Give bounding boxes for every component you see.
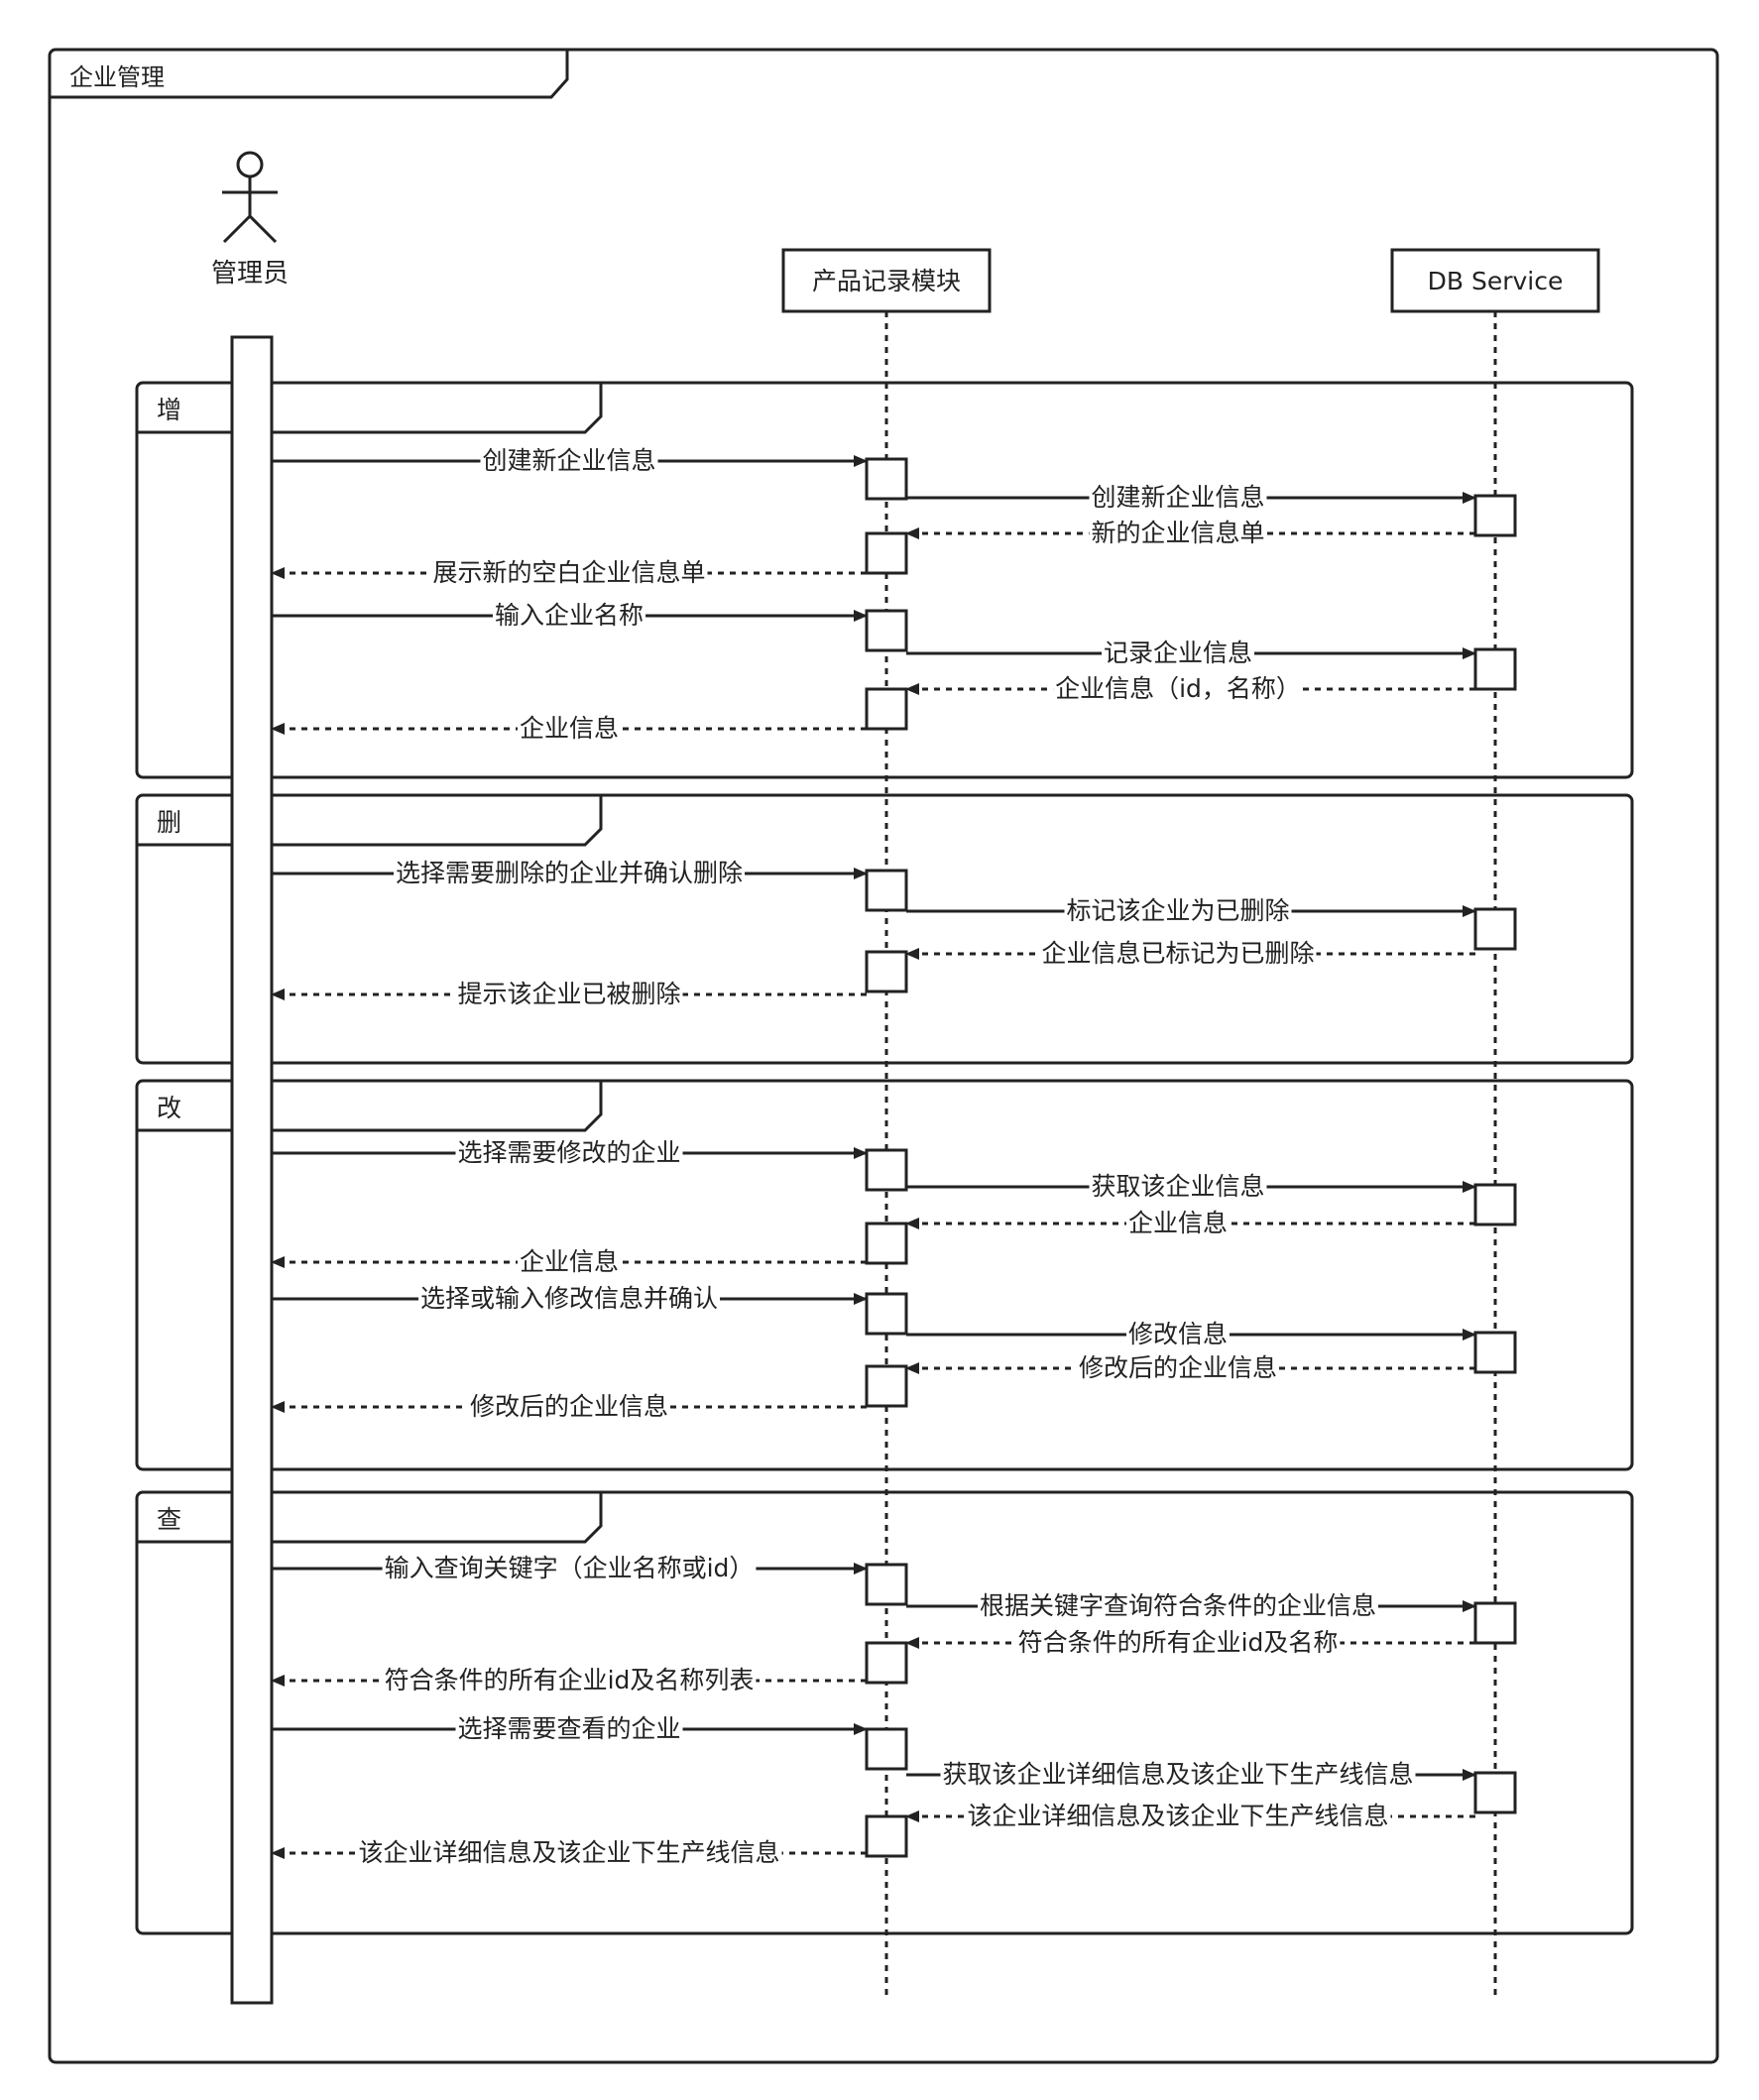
fragment-label: 改	[157, 1094, 181, 1122]
actor-name: 管理员	[211, 259, 289, 289]
message-label-bg	[455, 1138, 683, 1167]
message-label: 企业信息	[1128, 1209, 1228, 1237]
activation-box	[865, 1641, 908, 1685]
message-label: 选择或输入修改信息并确认	[420, 1284, 718, 1313]
message-label: 修改后的企业信息	[470, 1392, 668, 1421]
message-label: 该企业详细信息及该企业下生产线信息	[967, 1802, 1388, 1830]
activation-box	[865, 950, 908, 993]
participant-module-label: 产品记录模块	[812, 267, 961, 295]
message-label: 展示新的空白企业信息单	[432, 558, 705, 587]
activation-box	[865, 1222, 908, 1265]
activation-box	[865, 1292, 908, 1336]
message-label: 记录企业信息	[1104, 639, 1252, 667]
message-label-bg	[1039, 939, 1317, 968]
participant-module-box	[781, 248, 992, 313]
frame-title: 企业管理	[69, 63, 165, 91]
fragment-label: 查	[157, 1505, 181, 1534]
message-label-bg	[517, 714, 622, 743]
message-label-bg	[965, 1802, 1391, 1830]
message-label-bg	[517, 1247, 622, 1276]
fragment-label: 增	[157, 396, 181, 424]
message-label: 企业信息已标记为已删除	[1041, 939, 1314, 968]
activation-box	[865, 457, 908, 501]
fragment-box-1	[135, 793, 1634, 1065]
message-label-bg	[417, 1284, 721, 1313]
message-label: 选择需要删除的企业并确认删除	[396, 859, 743, 887]
message-label: 创建新企业信息	[482, 446, 655, 475]
message-label-bg	[480, 446, 658, 475]
message-label-bg	[1089, 483, 1267, 512]
message-label: 符合条件的所有企业id及名称列表	[385, 1666, 755, 1694]
activation-box	[1473, 1771, 1517, 1814]
actor-activation-bar	[230, 335, 274, 2005]
message-label-bg	[977, 1591, 1379, 1620]
message-label-bg	[467, 1392, 671, 1421]
message-label: 企业信息（id，名称）	[1055, 674, 1301, 703]
activation-box	[1473, 647, 1517, 691]
message-label-bg	[393, 859, 746, 887]
message-label: 修改后的企业信息	[1079, 1353, 1277, 1382]
message-label-bg	[356, 1838, 782, 1867]
message-label-bg	[382, 1554, 757, 1582]
message-label: 获取该企业信息	[1091, 1172, 1264, 1201]
activation-box	[1473, 1183, 1517, 1226]
message-label-bg	[1015, 1628, 1341, 1657]
message-label: 企业信息	[520, 714, 619, 743]
fragment-label: 删	[157, 808, 181, 837]
fragment-box-0	[135, 381, 1634, 779]
fragment-tab-2	[137, 1081, 603, 1132]
message-label-bg	[492, 601, 646, 630]
message-label: 提示该企业已被删除	[457, 980, 680, 1008]
activation-box	[865, 1814, 908, 1858]
outer-frame-tab	[50, 50, 569, 99]
activation-box	[865, 687, 908, 731]
activation-box	[865, 531, 908, 575]
participant-db-label: DB Service	[1428, 267, 1564, 295]
activation-box	[865, 1148, 908, 1192]
message-label: 该企业详细信息及该企业下生产线信息	[358, 1838, 779, 1867]
message-label-bg	[1076, 1353, 1280, 1382]
activation-box	[865, 609, 908, 652]
activation-box	[1473, 494, 1517, 537]
message-label-bg	[455, 980, 683, 1008]
fragment-box-3	[135, 1490, 1634, 1935]
message-label: 获取该企业详细信息及该企业下生产线信息	[942, 1760, 1413, 1789]
activation-box	[1473, 1331, 1517, 1374]
activation-box	[1473, 907, 1517, 951]
message-label-bg	[940, 1760, 1416, 1789]
message-label-bg	[1101, 639, 1255, 667]
message-label: 标记该企业为已删除	[1066, 896, 1289, 925]
activation-box	[865, 869, 908, 912]
message-label: 创建新企业信息	[1091, 483, 1264, 512]
message-label-bg	[455, 1714, 683, 1743]
message-label-bg	[1125, 1320, 1231, 1348]
message-label-bg	[1125, 1209, 1231, 1237]
message-label: 企业信息	[520, 1247, 619, 1276]
fragment-tab-1	[137, 795, 603, 847]
fragment-tab-3	[137, 1492, 603, 1544]
message-label: 新的企业信息单	[1091, 519, 1264, 547]
message-label-bg	[1089, 519, 1267, 547]
message-label-bg	[1064, 896, 1292, 925]
message-label-bg	[1053, 674, 1303, 703]
message-label: 输入查询关键字（企业名称或id）	[385, 1554, 755, 1582]
fragment-box-2	[135, 1079, 1634, 1471]
actor-icon	[222, 151, 278, 244]
activation-box	[1473, 1601, 1517, 1645]
message-label-bg	[1089, 1172, 1267, 1201]
activation-box	[865, 1727, 908, 1771]
message-label: 选择需要修改的企业	[457, 1138, 680, 1167]
message-label: 符合条件的所有企业id及名称	[1018, 1628, 1339, 1657]
message-label: 修改信息	[1128, 1320, 1228, 1348]
outer-frame	[48, 48, 1719, 2064]
message-label: 根据关键字查询符合条件的企业信息	[980, 1591, 1376, 1620]
activation-box	[865, 1364, 908, 1408]
message-label-bg	[382, 1666, 757, 1694]
message-label: 输入企业名称	[495, 601, 644, 630]
message-label: 选择需要查看的企业	[457, 1714, 680, 1743]
activation-box	[865, 1563, 908, 1606]
fragment-tab-0	[137, 383, 603, 434]
message-label-bg	[430, 558, 708, 587]
